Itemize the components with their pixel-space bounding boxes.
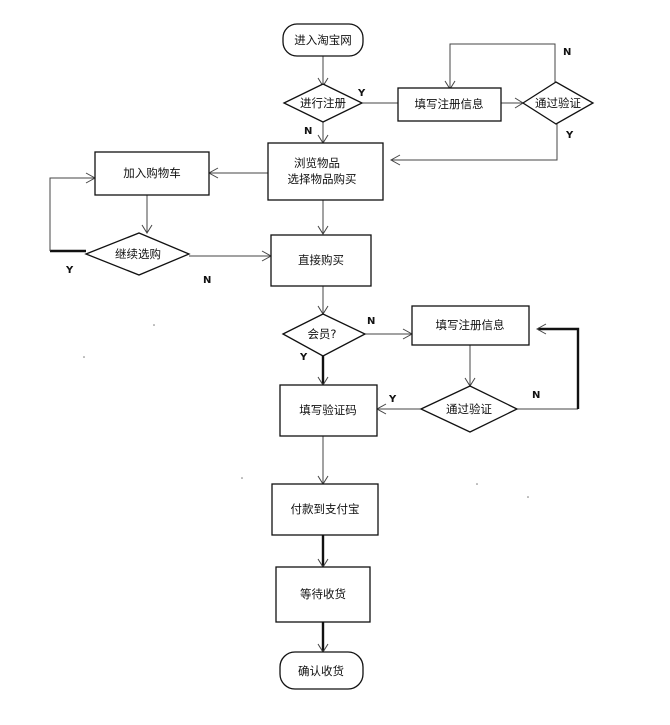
- label-continue-no: N: [203, 275, 211, 286]
- pay-label: 付款到支付宝: [291, 502, 360, 516]
- fill-register-mid-box: [411, 305, 530, 346]
- label-verify-top-no: N: [563, 47, 571, 58]
- verify-mid-decision: [419, 385, 519, 433]
- nodes: 进入淘宝网 进行注册 填写注册信息 通过验证 浏览物品 选择物品购买 加入购物车…: [84, 23, 595, 690]
- member-decision: [281, 313, 367, 357]
- label-continue-yes: Y: [65, 265, 74, 276]
- add-cart-box: [94, 151, 210, 196]
- fill-register-mid-label: 填写注册信息: [436, 318, 505, 332]
- fill-code-label: 填写验证码: [299, 403, 357, 417]
- continue-decision: [84, 232, 191, 276]
- label-member-no: N: [367, 316, 375, 327]
- register-decision-label: 进行注册: [300, 96, 346, 110]
- wait-label: 等待收货: [300, 587, 346, 601]
- start-node-label: 进入淘宝网: [294, 33, 352, 47]
- end-node-label: 确认收货: [298, 664, 344, 678]
- verify-top-label: 通过验证: [535, 96, 581, 110]
- edge-verify-no-loop: [449, 43, 556, 88]
- browse-label-line2: 选择物品购买: [288, 172, 357, 186]
- label-register-no: N: [304, 126, 312, 137]
- pay-box: [271, 483, 379, 536]
- end-node: [279, 651, 364, 690]
- buy-now-label: 直接购买: [298, 253, 344, 267]
- browse-box: [267, 142, 384, 201]
- edge-verify-browse: [392, 124, 558, 161]
- buy-now-box: [270, 234, 372, 287]
- label-verify-mid-yes: Y: [388, 394, 397, 405]
- wait-box: [275, 566, 371, 623]
- register-decision: [282, 83, 364, 123]
- fill-code-box: [279, 384, 378, 437]
- scan-specks: [83, 324, 529, 498]
- add-cart-label: 加入购物车: [123, 166, 181, 180]
- label-verify-top-yes: Y: [565, 130, 574, 141]
- label-verify-mid-no: N: [532, 390, 540, 401]
- continue-decision-label: 继续选购: [115, 247, 161, 261]
- branch-labels: Y N N Y Y N N Y Y N: [65, 47, 574, 405]
- label-register-yes: Y: [357, 88, 366, 99]
- verify-mid-label: 通过验证: [446, 402, 492, 416]
- start-node: [282, 23, 364, 57]
- verify-top-decision: [521, 81, 595, 125]
- label-member-yes: Y: [299, 352, 308, 363]
- fill-register-top-label: 填写注册信息: [415, 97, 484, 111]
- fill-register-top-box: [397, 87, 502, 122]
- browse-label-line1: 浏览物品: [294, 156, 340, 170]
- member-decision-label: 会员?: [307, 327, 336, 341]
